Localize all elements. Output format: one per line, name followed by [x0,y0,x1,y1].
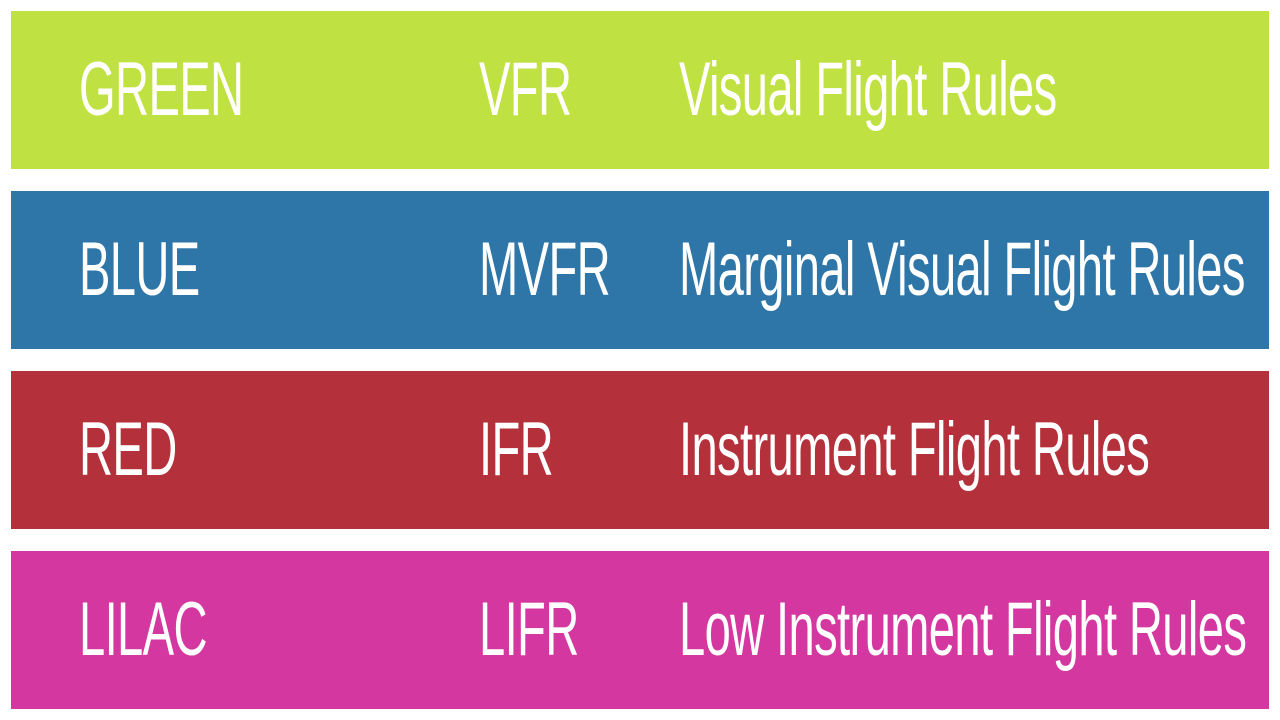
flight-category-row-lifr: LILAC LIFR Low Instrument Flight Rules [11,551,1269,709]
category-abbreviation: IFR [479,407,554,492]
category-meaning: Visual Flight Rules [679,47,1057,132]
category-meaning: Low Instrument Flight Rules [679,587,1247,672]
category-meaning: Instrument Flight Rules [679,407,1150,492]
flight-category-row-vfr: GREEN VFR Visual Flight Rules [11,11,1269,169]
flight-category-row-ifr: RED IFR Instrument Flight Rules [11,371,1269,529]
category-abbreviation: VFR [479,47,572,132]
color-name: BLUE [79,227,200,312]
category-abbreviation: MVFR [479,227,611,312]
category-abbreviation: LIFR [479,587,579,672]
flight-category-row-mvfr: BLUE MVFR Marginal Visual Flight Rules [11,191,1269,349]
color-name: LILAC [79,587,207,672]
category-meaning: Marginal Visual Flight Rules [679,227,1245,312]
color-name: RED [79,407,177,492]
color-name: GREEN [79,47,244,132]
